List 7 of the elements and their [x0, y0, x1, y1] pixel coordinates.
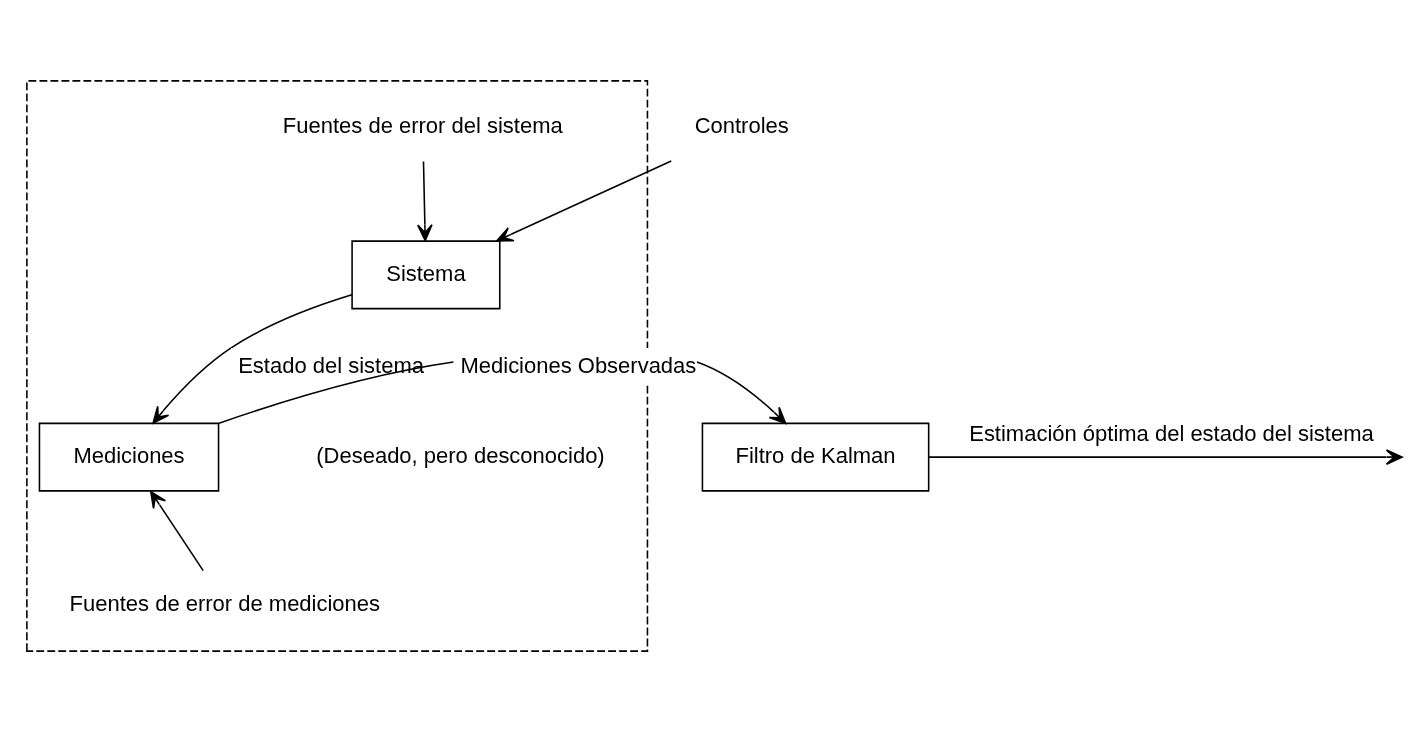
- edge-label: Estimación óptima del estado del sistema: [969, 420, 1374, 446]
- node-text: Fuentes de error del sistema: [282, 112, 563, 138]
- node-text: Controles: [694, 112, 789, 138]
- edge-label: Estado del sistema: [238, 352, 424, 378]
- edge-label: Mediciones Observadas: [460, 352, 697, 378]
- node-text: Fuentes de error de mediciones: [69, 590, 381, 616]
- label: (Deseado, pero desconocido): [316, 442, 605, 468]
